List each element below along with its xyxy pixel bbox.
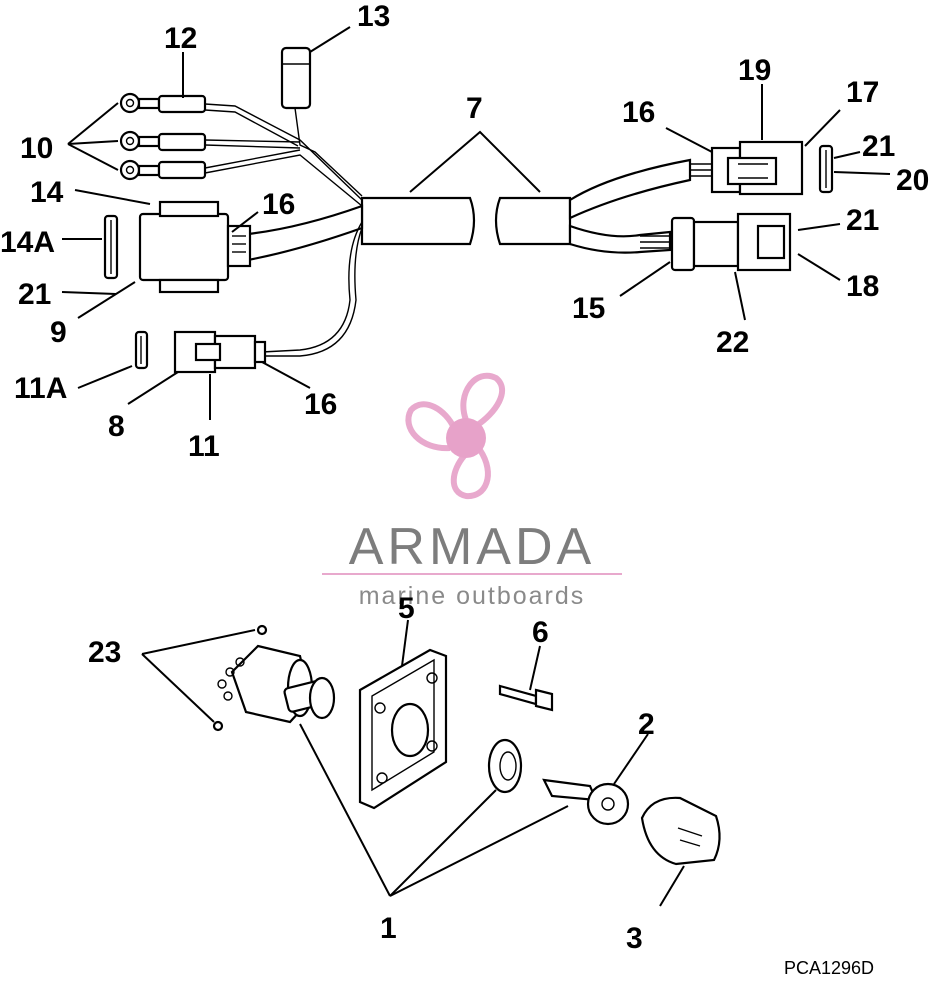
propeller-logo-icon	[405, 372, 505, 500]
connector-socket	[756, 224, 786, 260]
wire	[204, 109, 299, 147]
ring-terminal	[119, 92, 141, 114]
callout-3: 3	[626, 922, 643, 955]
connector-boot	[670, 216, 696, 272]
connector-latch	[158, 200, 220, 218]
callout-12: 12	[164, 22, 197, 55]
callout-9: 9	[50, 316, 67, 349]
callout-1: 1	[380, 912, 397, 945]
connector-housing	[138, 212, 230, 282]
callout-14: 14	[30, 176, 64, 209]
connector-housing	[692, 220, 740, 268]
connector-terminal	[726, 156, 778, 186]
ring-terminal	[119, 159, 141, 181]
callout-11a: 11A	[14, 372, 67, 405]
callout-22: 22	[716, 326, 749, 359]
ignition-switch-assembly	[141, 619, 721, 907]
wire	[204, 154, 363, 207]
terminal-crimp	[137, 135, 161, 148]
connector-11	[134, 330, 267, 374]
connector-22	[670, 212, 792, 272]
ring-terminals	[119, 92, 207, 181]
callout-10: 10	[20, 132, 53, 165]
callout-21-left: 21	[18, 278, 51, 311]
wire	[262, 227, 363, 357]
terminal-crimp	[137, 97, 161, 110]
connector-9	[103, 200, 252, 294]
mounting-plate	[358, 648, 448, 810]
callout-17: 17	[846, 76, 879, 109]
callout-2: 2	[638, 708, 655, 741]
connector-neck	[226, 224, 252, 268]
armada-watermark: ARMADA marine outboards	[322, 372, 622, 610]
connector-pin	[194, 342, 222, 362]
wire	[294, 107, 363, 197]
connector-neck	[253, 340, 267, 364]
screw-23	[256, 624, 268, 636]
ignition-switch	[217, 644, 336, 724]
connector-13	[280, 46, 312, 110]
callout-18: 18	[846, 270, 879, 303]
callout-21-upper: 21	[862, 130, 895, 163]
watermark-tagline: marine outboards	[359, 582, 586, 610]
harness-branch-upper-right	[568, 158, 692, 220]
terminal-sleeve	[157, 160, 207, 180]
switch-cover-3	[640, 796, 721, 866]
callout-21-right: 21	[846, 204, 879, 237]
wire	[204, 144, 301, 149]
callout-6: 6	[532, 616, 549, 649]
wire	[204, 139, 301, 143]
wire	[204, 103, 363, 201]
callout-8: 8	[108, 410, 125, 443]
nut	[487, 738, 523, 794]
watermark-brand: ARMADA	[349, 518, 595, 576]
terminal-sleeve	[157, 94, 207, 114]
wire	[640, 235, 672, 249]
callout-5: 5	[398, 592, 415, 625]
callout-16-lower: 16	[304, 388, 337, 421]
callout-14a: 14A	[0, 226, 55, 259]
callout-19: 19	[738, 54, 771, 87]
callout-11: 11	[188, 430, 220, 463]
harness-cable-left	[360, 196, 476, 246]
wire	[690, 163, 712, 177]
callout-23: 23	[88, 636, 121, 669]
callout-7: 7	[466, 92, 483, 125]
screw-6	[498, 684, 554, 712]
callout-20: 20	[896, 164, 929, 197]
callout-16-right: 16	[622, 96, 655, 129]
connector-19	[710, 140, 834, 196]
wire-harness	[103, 46, 834, 374]
harness-branch-lower-right	[568, 224, 672, 254]
callout-numbers: 12 13 10 7 16 19 17 21 20 21 18 22 15 14…	[0, 0, 929, 955]
leader-lines	[61, 26, 891, 420]
key-2	[542, 778, 630, 826]
connector-latch	[158, 278, 220, 294]
figure-code: PCA1296D	[784, 958, 874, 977]
terminal-crimp	[137, 164, 161, 177]
screw-23	[212, 720, 224, 732]
wire	[204, 149, 301, 169]
ring-terminal	[119, 130, 141, 152]
callout-15: 15	[572, 292, 605, 325]
callout-16-left: 16	[262, 188, 295, 221]
harness-cable-right	[494, 196, 572, 246]
wire	[261, 221, 363, 353]
terminal-sleeve	[157, 132, 207, 152]
callout-13: 13	[357, 0, 390, 33]
